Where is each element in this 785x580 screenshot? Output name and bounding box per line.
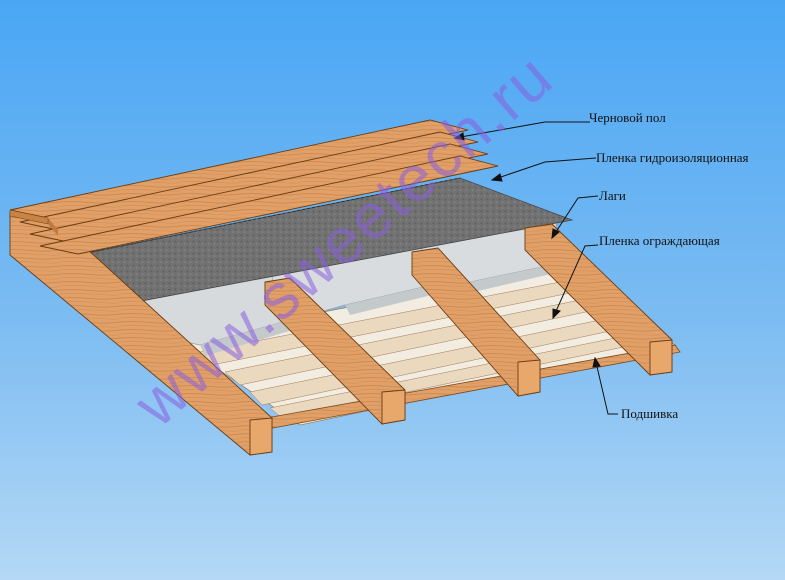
waterproof-film-label: Пленка гидроизоляционная bbox=[596, 150, 749, 165]
subfloor-boards bbox=[9, 119, 499, 255]
joists bbox=[9, 205, 673, 456]
joists-label: Лаги bbox=[599, 188, 626, 203]
protective-film-label: Пленка ограждающая bbox=[599, 233, 720, 248]
leader-lines bbox=[453, 121, 618, 415]
subfloor-label: Черновой пол bbox=[589, 110, 666, 125]
lining-label: Подшивка bbox=[621, 406, 679, 421]
